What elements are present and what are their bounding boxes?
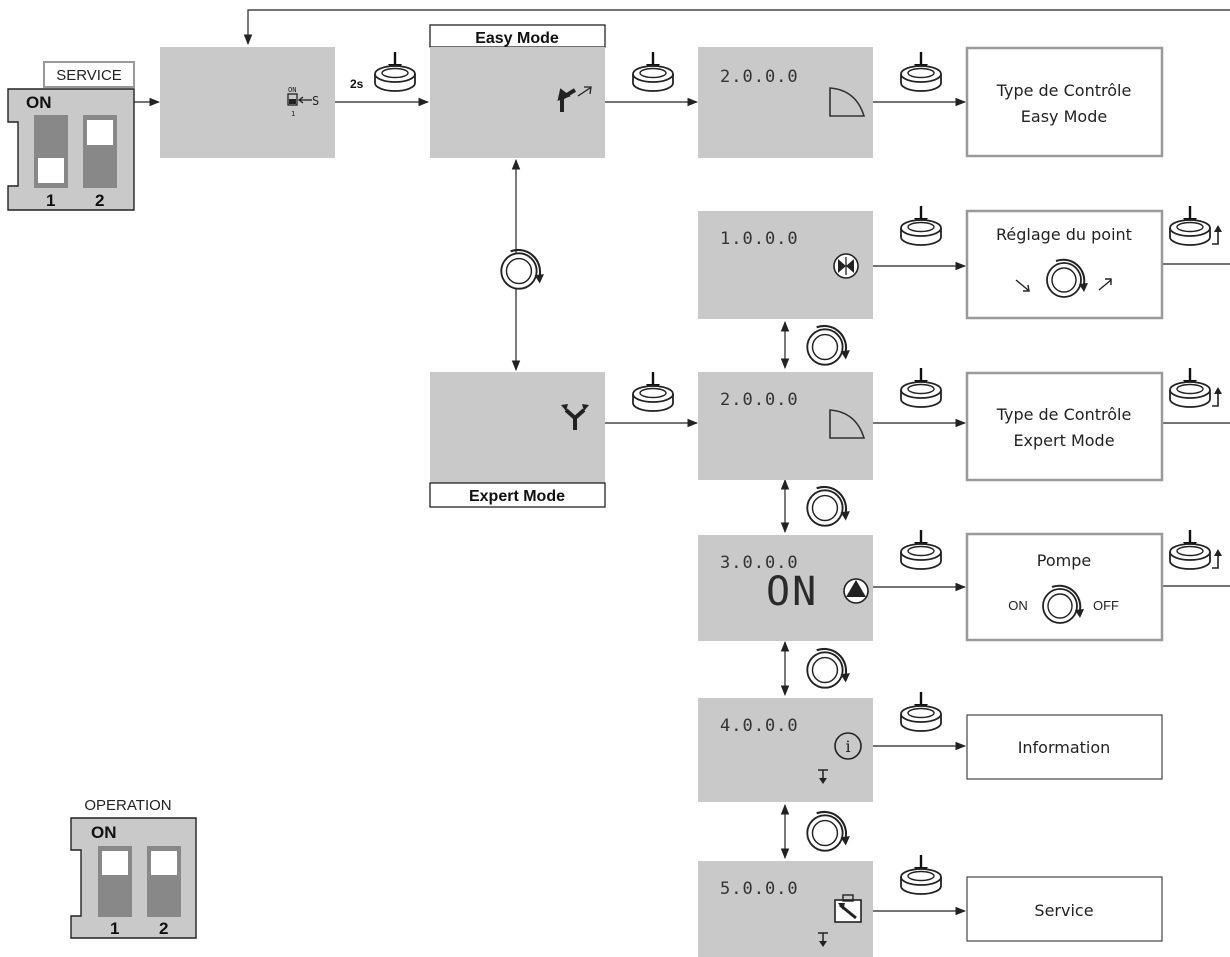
svg-text:ON: ON	[288, 86, 296, 94]
press-button-icon	[899, 206, 943, 247]
operation-switch-on-label: ON	[91, 823, 117, 842]
svg-text:S: S	[312, 94, 319, 108]
display-pump-status: ON	[766, 569, 818, 615]
rotary-knob-icon	[806, 647, 851, 689]
result-expert-line2: Expert Mode	[1013, 431, 1114, 450]
result-information-label: Information	[1018, 738, 1111, 757]
dip-switch-icon: ON 1 S	[287, 86, 319, 118]
display-expert-control-type: 2.0.0.0	[698, 372, 873, 480]
display-service-entry: ON 1 S	[160, 47, 335, 158]
result-easy-line1: Type de Contrôle	[996, 81, 1132, 100]
display-setpoint: 1.0.0.0	[698, 211, 873, 319]
service-switch-num-1: 1	[46, 191, 55, 210]
easy-mode-label: Easy Mode	[475, 30, 559, 47]
press-button-return-icon	[1168, 368, 1224, 409]
rotary-knob-icon	[806, 485, 851, 527]
result-service-label: Service	[1034, 901, 1093, 920]
result-pump-title: Pompe	[1037, 551, 1091, 570]
press-button-icon	[373, 52, 417, 93]
service-wrench-icon	[834, 894, 862, 923]
easy-mode-icon	[557, 86, 592, 112]
result-pump-on: ON	[1008, 598, 1028, 613]
display-info-code: 4.0.0.0	[720, 716, 799, 736]
display-setpoint-code: 1.0.0.0	[720, 229, 799, 249]
result-service: Service	[966, 876, 1163, 942]
rotary-knob-icon	[806, 324, 851, 366]
press-button-icon	[899, 692, 943, 733]
operation-switch-title: OPERATION	[84, 797, 171, 814]
hold-duration-label: 2s	[350, 77, 364, 91]
display-information: 4.0.0.0 i	[698, 698, 873, 802]
press-button-return-icon	[1168, 206, 1224, 247]
result-pump-off: OFF	[1093, 598, 1119, 613]
down-step-icon	[818, 932, 828, 947]
display-expert-code: 2.0.0.0	[720, 390, 799, 410]
press-button-icon	[899, 855, 943, 896]
expert-mode-block: Expert Mode	[429, 372, 606, 508]
info-icon: i	[834, 732, 862, 760]
down-step-icon	[818, 769, 828, 784]
expert-mode-label: Expert Mode	[469, 488, 565, 505]
result-expert-control-type: Type de Contrôle Expert Mode	[965, 371, 1164, 482]
display-service-code: 5.0.0.0	[720, 879, 799, 899]
service-switch-num-2: 2	[95, 191, 104, 210]
easy-mode-block: Easy Mode	[429, 24, 606, 158]
operation-switch-num-2: 2	[159, 919, 168, 938]
result-pump: Pompe ON OFF	[965, 532, 1164, 642]
result-setpoint: Réglage du point	[965, 209, 1164, 320]
rotary-knob-icon	[806, 810, 851, 852]
press-button-return-icon	[1168, 530, 1224, 571]
rotary-knob-icon	[500, 248, 545, 290]
setpoint-icon	[833, 253, 859, 279]
display-easy-control-type: 2.0.0.0	[698, 47, 873, 158]
press-button-icon	[631, 52, 675, 93]
expert-mode-icon	[561, 404, 589, 430]
press-button-icon	[899, 52, 943, 93]
result-expert-line1: Type de Contrôle	[996, 405, 1132, 424]
result-easy-line2: Easy Mode	[1021, 107, 1107, 126]
pump-icon	[843, 578, 869, 604]
service-dip-switch: SERVICE ON 1 2	[7, 61, 135, 211]
svg-text:1: 1	[291, 110, 295, 118]
svg-text:i: i	[845, 737, 850, 756]
result-easy-control-type: Type de Contrôle Easy Mode	[965, 46, 1164, 158]
result-setpoint-title: Réglage du point	[996, 225, 1132, 244]
press-button-icon	[899, 530, 943, 571]
service-switch-title: SERVICE	[56, 67, 122, 84]
display-pump: 3.0.0.0 ON	[698, 535, 873, 641]
press-button-icon	[631, 372, 675, 413]
service-switch-on-label: ON	[26, 93, 52, 112]
operation-switch-num-1: 1	[110, 919, 119, 938]
operation-dip-switch: OPERATION ON 1 2	[70, 797, 197, 939]
result-information: Information	[966, 714, 1163, 780]
press-button-icon	[899, 368, 943, 409]
display-service: 5.0.0.0	[698, 861, 873, 957]
display-easy-code: 2.0.0.0	[720, 67, 799, 87]
display-pump-code: 3.0.0.0	[720, 553, 799, 573]
